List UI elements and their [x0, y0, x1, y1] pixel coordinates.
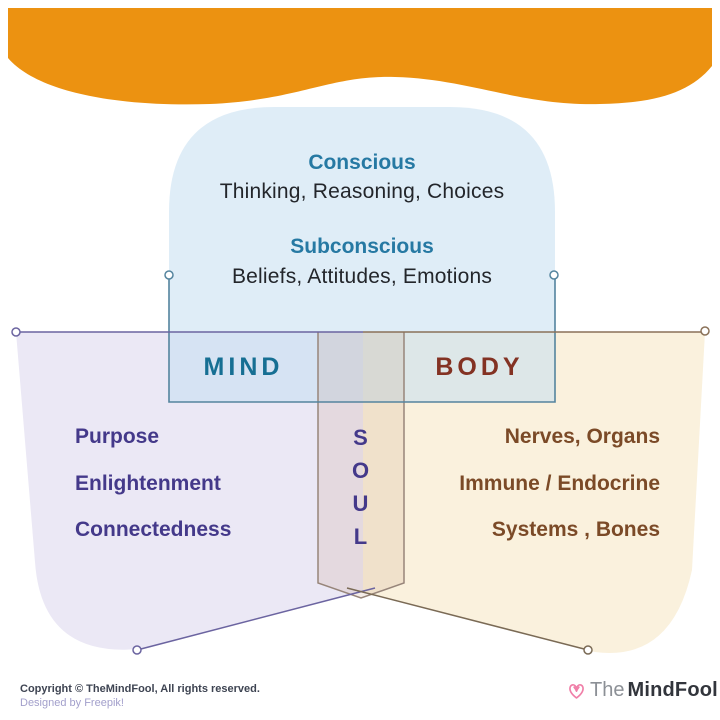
body-list-item: Immune / Endocrine	[459, 472, 660, 495]
marker-circle-bottom-right	[583, 645, 593, 655]
header-wave-shape	[8, 8, 712, 105]
mind-list-item: Purpose	[75, 425, 160, 448]
conscious-description: Thinking, Reasoning, Choices	[219, 180, 505, 203]
soul-letter-l: L	[353, 524, 369, 549]
conscious-title: Conscious	[308, 151, 416, 174]
designed-by-text: Designed by Freepik!	[20, 697, 124, 709]
mind-body-box-border	[168, 275, 556, 403]
copyright-text: Copyright © TheMindFool, All rights rese…	[20, 683, 260, 695]
body-list-item: Nerves, Organs	[504, 425, 660, 448]
marker-circle-box-right	[549, 270, 559, 280]
soul-letter-u: U	[352, 491, 370, 516]
soul-label: S O U L	[336, 421, 386, 553]
subconscious-title: Subconscious	[290, 235, 434, 258]
marker-circle-box-left	[164, 270, 174, 280]
marker-circle-top-right	[700, 326, 710, 336]
soul-letter-s: S	[353, 425, 369, 450]
body-bottom-line	[346, 587, 589, 651]
body-label: BODY	[435, 353, 524, 381]
logo-text-the: The	[590, 679, 625, 701]
body-panel-shape	[363, 332, 705, 653]
marker-circle-top-left	[11, 327, 21, 337]
mind-list-item: Connectedness	[75, 518, 232, 541]
mind-label: MIND	[203, 353, 284, 381]
tulip-heart-icon	[566, 680, 587, 701]
logo-text-mindfool: MindFool	[627, 679, 718, 701]
soul-ribbon-border	[317, 332, 405, 599]
mind-bottom-line	[136, 587, 376, 651]
mind-list-item: Enlightenment	[75, 472, 221, 495]
themindfool-logo: The MindFool	[566, 679, 718, 702]
subconscious-description: Beliefs, Attitudes, Emotions	[231, 265, 493, 288]
body-list-item: Systems , Bones	[491, 518, 660, 541]
consciousness-panel-shape	[169, 107, 555, 402]
mind-panel-shape	[16, 332, 363, 650]
marker-circle-bottom-left	[132, 645, 142, 655]
soul-letter-o: O	[351, 458, 371, 483]
soul-ribbon-shape	[318, 332, 404, 598]
